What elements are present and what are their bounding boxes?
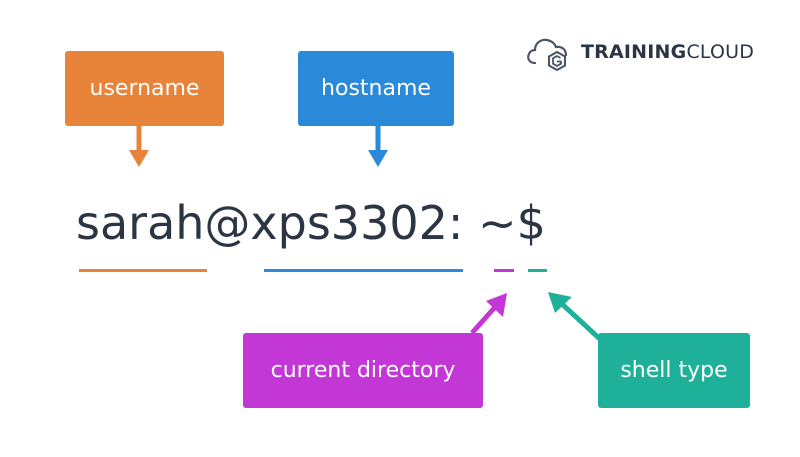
- prompt-directory: ~: [478, 196, 517, 250]
- logo-text: TRAININGCLOUD: [581, 41, 754, 63]
- shell-type-label: shell type: [620, 358, 728, 383]
- current-directory-arrow: [470, 293, 507, 335]
- prompt-hostname: xps3302: [250, 196, 448, 250]
- shell-underline: [528, 269, 547, 272]
- hostname-arrow: [368, 126, 388, 167]
- username-label-box: username: [65, 51, 224, 126]
- hostname-label-box: hostname: [298, 51, 454, 126]
- directory-underline: [494, 269, 514, 272]
- shell-type-arrow: [548, 292, 603, 342]
- logo-text-bold: TRAINING: [581, 41, 687, 63]
- current-directory-label: current directory: [270, 358, 456, 383]
- prompt-username: sarah: [76, 196, 205, 250]
- training-cloud-logo: TRAININGCLOUD: [525, 32, 754, 72]
- prompt-colon: :: [447, 196, 464, 250]
- username-arrow: [129, 126, 149, 167]
- cloud-logo-icon: [527, 38, 568, 71]
- current-directory-label-box: current directory: [243, 333, 483, 408]
- hostname-label: hostname: [321, 76, 431, 101]
- username-underline: [79, 269, 207, 272]
- shell-type-label-box: shell type: [598, 333, 750, 408]
- username-label: username: [89, 76, 200, 101]
- logo-text-light: CLOUD: [686, 41, 755, 63]
- prompt-at: @: [204, 196, 251, 250]
- shell-prompt: sarah@xps3302: ~$: [76, 196, 546, 250]
- prompt-shell-symbol: $: [516, 196, 546, 250]
- hostname-underline: [264, 269, 463, 272]
